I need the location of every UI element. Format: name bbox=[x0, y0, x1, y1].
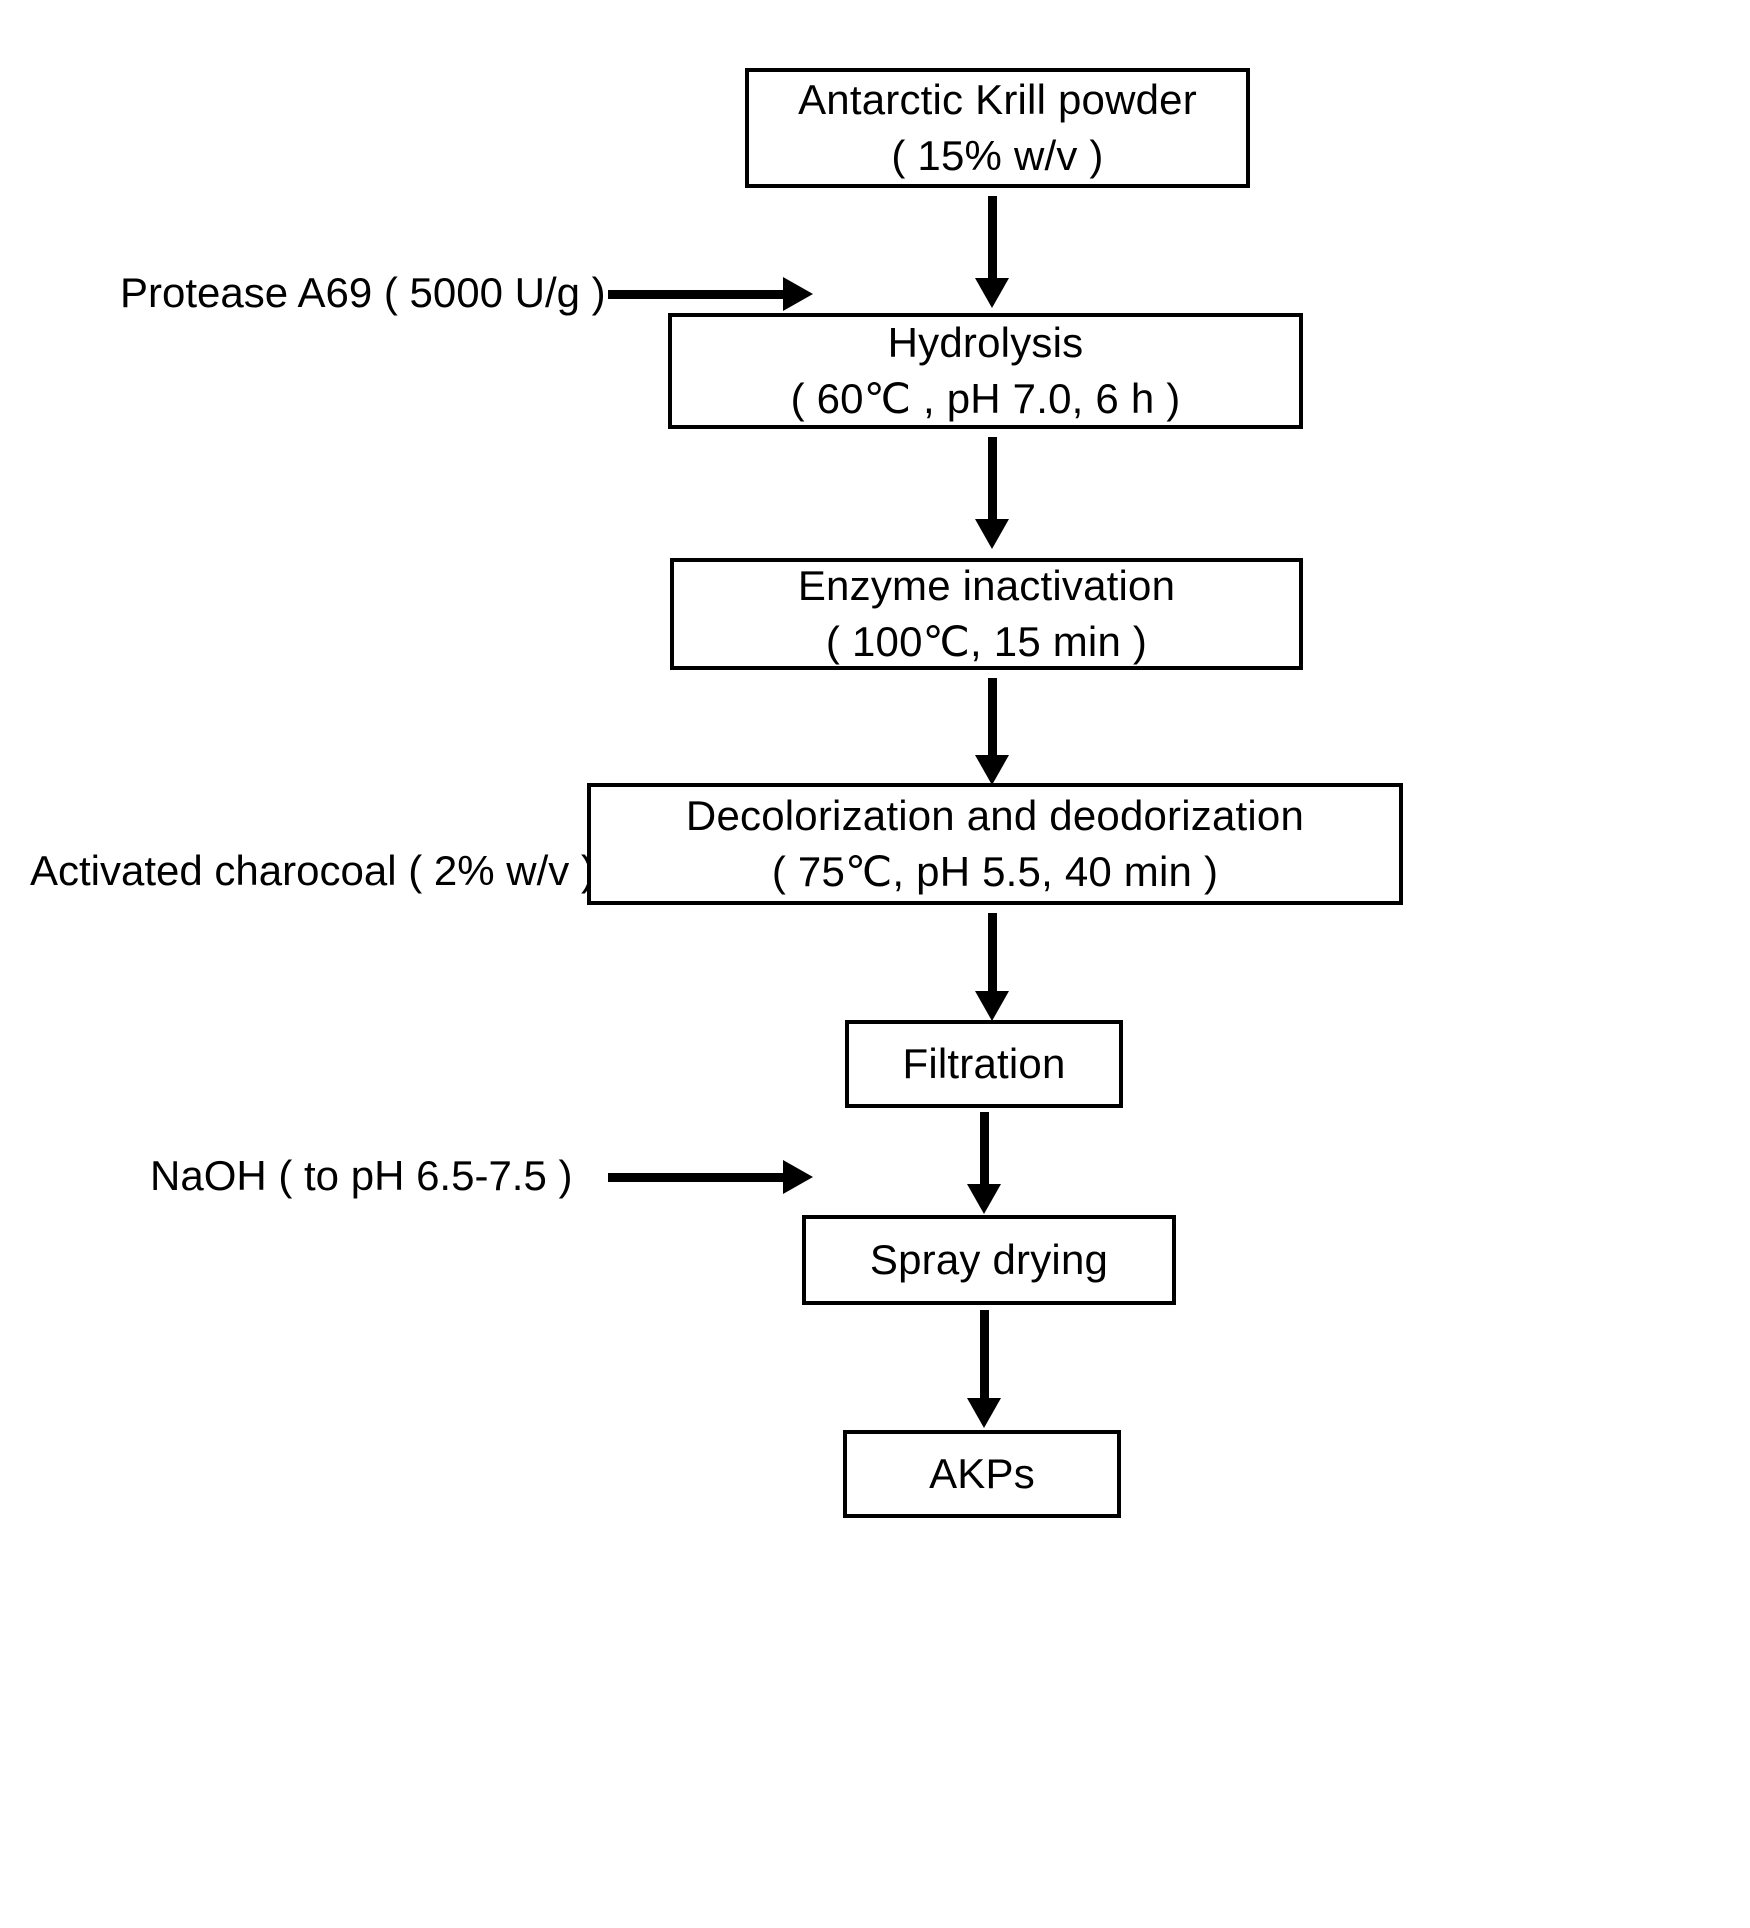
node-akps: AKPs bbox=[843, 1430, 1121, 1518]
node-decolorization-line1: Decolorization and deodorization bbox=[685, 792, 1305, 840]
node-spray-drying-line1: Spray drying bbox=[869, 1236, 1109, 1284]
node-hydrolysis: Hydrolysis ( 60℃ , pH 7.0, 6 h ) bbox=[668, 313, 1303, 429]
node-spray-drying: Spray drying bbox=[802, 1215, 1176, 1305]
arrow-head bbox=[967, 1398, 1001, 1428]
node-filtration: Filtration bbox=[845, 1020, 1123, 1108]
node-hydrolysis-line2: ( 60℃ , pH 7.0, 6 h ) bbox=[790, 375, 1181, 422]
arrow-shaft bbox=[979, 1112, 989, 1184]
reagent-label-charcoal: Activated charocoal ( 2% w/v ) bbox=[30, 847, 595, 894]
arrow-shaft bbox=[979, 1310, 989, 1398]
node-enzyme-inactivation: Enzyme inactivation ( 100℃, 15 min ) bbox=[670, 558, 1303, 670]
arrow-shaft bbox=[987, 437, 997, 519]
arrow-head bbox=[783, 277, 813, 311]
arrow-shaft bbox=[987, 678, 997, 755]
reagent-label-protease: Protease A69 ( 5000 U/g ) bbox=[120, 269, 606, 316]
arrow-head bbox=[975, 755, 1009, 785]
node-decolorization-line2: ( 75℃, pH 5.5, 40 min ) bbox=[771, 848, 1219, 895]
reagent-label-naoh: NaOH ( to pH 6.5-7.5 ) bbox=[150, 1152, 573, 1199]
node-krill-powder-line2: ( 15% w/v ) bbox=[891, 132, 1104, 179]
arrow-head bbox=[967, 1184, 1001, 1214]
arrow-shaft bbox=[608, 289, 786, 299]
arrow-head bbox=[975, 278, 1009, 308]
arrow-shaft bbox=[608, 1172, 786, 1182]
node-enzyme-inactivation-line2: ( 100℃, 15 min ) bbox=[825, 618, 1148, 665]
node-krill-powder: Antarctic Krill powder ( 15% w/v ) bbox=[745, 68, 1250, 188]
arrow-head bbox=[975, 991, 1009, 1021]
arrow-head bbox=[975, 519, 1009, 549]
node-decolorization: Decolorization and deodorization ( 75℃, … bbox=[587, 783, 1403, 905]
node-enzyme-inactivation-line1: Enzyme inactivation bbox=[797, 562, 1176, 610]
node-krill-powder-line1: Antarctic Krill powder bbox=[798, 76, 1197, 124]
arrow-head bbox=[783, 1160, 813, 1194]
node-filtration-line1: Filtration bbox=[902, 1040, 1066, 1088]
node-akps-line1: AKPs bbox=[929, 1450, 1035, 1498]
arrow-shaft bbox=[987, 913, 997, 991]
arrow-shaft bbox=[987, 196, 997, 278]
node-hydrolysis-line1: Hydrolysis bbox=[887, 319, 1084, 367]
